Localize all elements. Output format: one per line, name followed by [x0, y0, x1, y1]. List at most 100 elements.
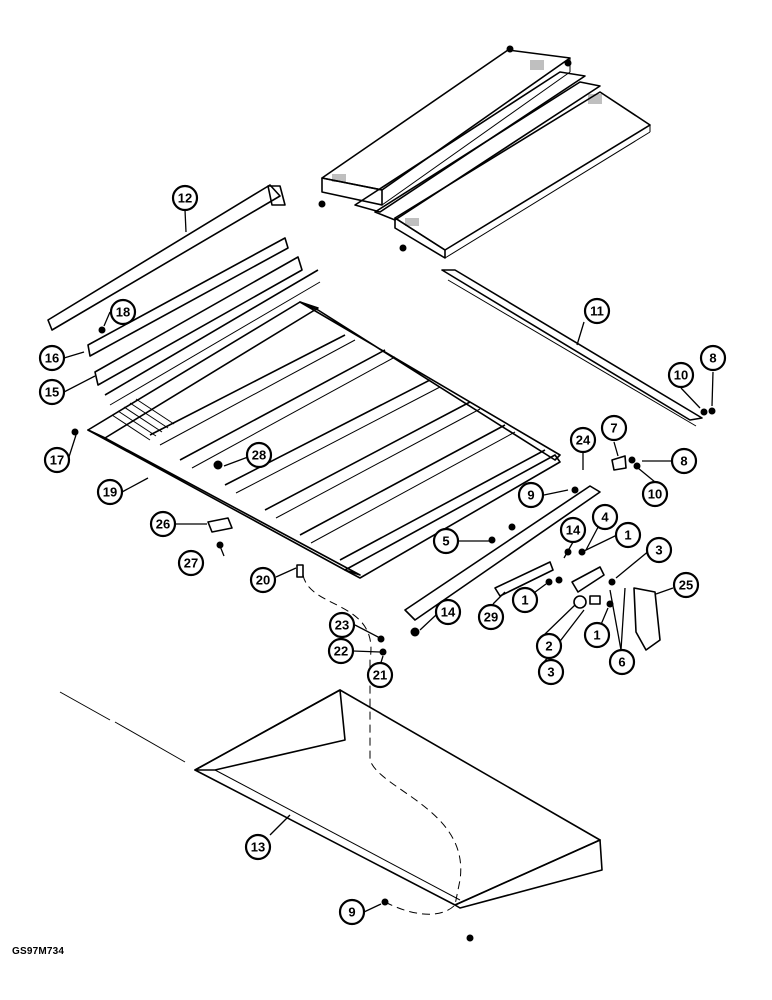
callout-12: 12 — [171, 184, 199, 212]
nut-icon — [708, 407, 716, 415]
svg-text:2: 2 — [545, 639, 552, 654]
left-side-members — [47, 184, 303, 386]
callout-7: 7 — [600, 414, 628, 442]
svg-text:20: 20 — [256, 573, 270, 588]
svg-text:27: 27 — [184, 556, 198, 571]
bolt-icon — [488, 536, 496, 544]
perforation-patches — [332, 60, 602, 226]
callout-9-lower: 9 — [338, 898, 366, 926]
nut-icon — [628, 456, 636, 464]
svg-text:8: 8 — [680, 454, 687, 469]
svg-text:8: 8 — [709, 351, 716, 366]
svg-text:1: 1 — [593, 628, 600, 643]
svg-text:3: 3 — [655, 543, 662, 558]
svg-text:1: 1 — [521, 593, 528, 608]
nut-icon — [508, 523, 516, 531]
callout-28: 28 — [245, 441, 273, 469]
nut-icon — [564, 59, 572, 67]
svg-text:3: 3 — [547, 665, 554, 680]
callout-4: 4 — [591, 503, 619, 531]
callout-20: 20 — [249, 566, 277, 594]
callout-27: 27 — [177, 549, 205, 577]
bottom-pan-13 — [59, 574, 603, 942]
svg-text:18: 18 — [116, 305, 130, 320]
washer-icon — [700, 408, 708, 416]
svg-text:28: 28 — [252, 448, 266, 463]
svg-text:10: 10 — [648, 487, 662, 502]
svg-text:24: 24 — [576, 433, 591, 448]
svg-text:7: 7 — [610, 421, 617, 436]
svg-text:12: 12 — [178, 191, 192, 206]
callout-24: 24 — [569, 426, 597, 454]
svg-text:22: 22 — [334, 644, 348, 659]
svg-text:15: 15 — [45, 385, 59, 400]
drawing-id: GS97M734 — [12, 946, 65, 957]
callout-3-lower: 3 — [537, 658, 565, 686]
linkage-assembly — [71, 428, 661, 656]
grille-section — [111, 398, 175, 441]
callout-19: 19 — [96, 478, 124, 506]
callout-8-upper: 8 — [699, 344, 727, 372]
callout-13: 13 — [244, 833, 272, 861]
svg-text:23: 23 — [335, 618, 349, 633]
callout-9-upper: 9 — [517, 481, 545, 509]
bolt-icon — [98, 326, 106, 334]
callout-1-middle: 1 — [511, 586, 539, 614]
side-rail-11 — [441, 269, 716, 427]
callout-3-upper: 3 — [645, 536, 673, 564]
nut-icon — [555, 576, 563, 584]
callout-5: 5 — [432, 527, 460, 555]
main-frame — [87, 269, 561, 579]
svg-text:9: 9 — [527, 488, 534, 503]
svg-text:10: 10 — [674, 368, 688, 383]
nut-icon — [466, 934, 474, 942]
nut-icon — [578, 548, 586, 556]
nut-icon — [399, 244, 407, 252]
callout-1-lower: 1 — [583, 621, 611, 649]
callout-6: 6 — [608, 648, 636, 676]
svg-text:14: 14 — [566, 523, 581, 538]
washer-icon — [379, 648, 387, 656]
callout-2: 2 — [535, 632, 563, 660]
callout-23: 23 — [328, 611, 356, 639]
bolt-icon — [216, 541, 224, 549]
callout-21: 21 — [366, 661, 394, 689]
nut-icon — [608, 578, 616, 586]
callout-11: 11 — [583, 297, 611, 325]
callout-8-lower: 8 — [670, 447, 698, 475]
callout-14-lower: 14 — [434, 598, 462, 626]
svg-text:13: 13 — [251, 840, 265, 855]
callout-18: 18 — [109, 298, 137, 326]
svg-text:19: 19 — [103, 485, 117, 500]
svg-text:26: 26 — [156, 517, 170, 532]
nut-icon — [506, 45, 514, 53]
svg-text:25: 25 — [679, 578, 693, 593]
callout-16: 16 — [38, 344, 66, 372]
svg-text:29: 29 — [484, 610, 498, 625]
callout-10-lower: 10 — [641, 480, 669, 508]
svg-text:5: 5 — [442, 534, 449, 549]
callout-25: 25 — [672, 571, 700, 599]
svg-text:4: 4 — [601, 510, 609, 525]
callout-17: 17 — [43, 446, 71, 474]
bolt-icon — [571, 486, 579, 494]
washer-icon — [633, 462, 641, 470]
callout-10-upper: 10 — [667, 361, 695, 389]
bushing-icon — [410, 627, 420, 637]
callout-22: 22 — [327, 637, 355, 665]
svg-text:16: 16 — [45, 351, 59, 366]
callout-26: 26 — [149, 510, 177, 538]
callout-29: 29 — [477, 603, 505, 631]
bolt-icon — [213, 460, 223, 470]
svg-text:9: 9 — [348, 905, 355, 920]
nut-icon — [545, 578, 553, 586]
svg-text:14: 14 — [441, 605, 456, 620]
svg-text:21: 21 — [373, 668, 387, 683]
svg-text:11: 11 — [590, 304, 604, 319]
callout-15: 15 — [38, 378, 66, 406]
leader-lines — [63, 209, 714, 913]
nut-icon — [318, 200, 326, 208]
svg-text:17: 17 — [50, 453, 64, 468]
callout-14-upper: 14 — [559, 516, 587, 544]
